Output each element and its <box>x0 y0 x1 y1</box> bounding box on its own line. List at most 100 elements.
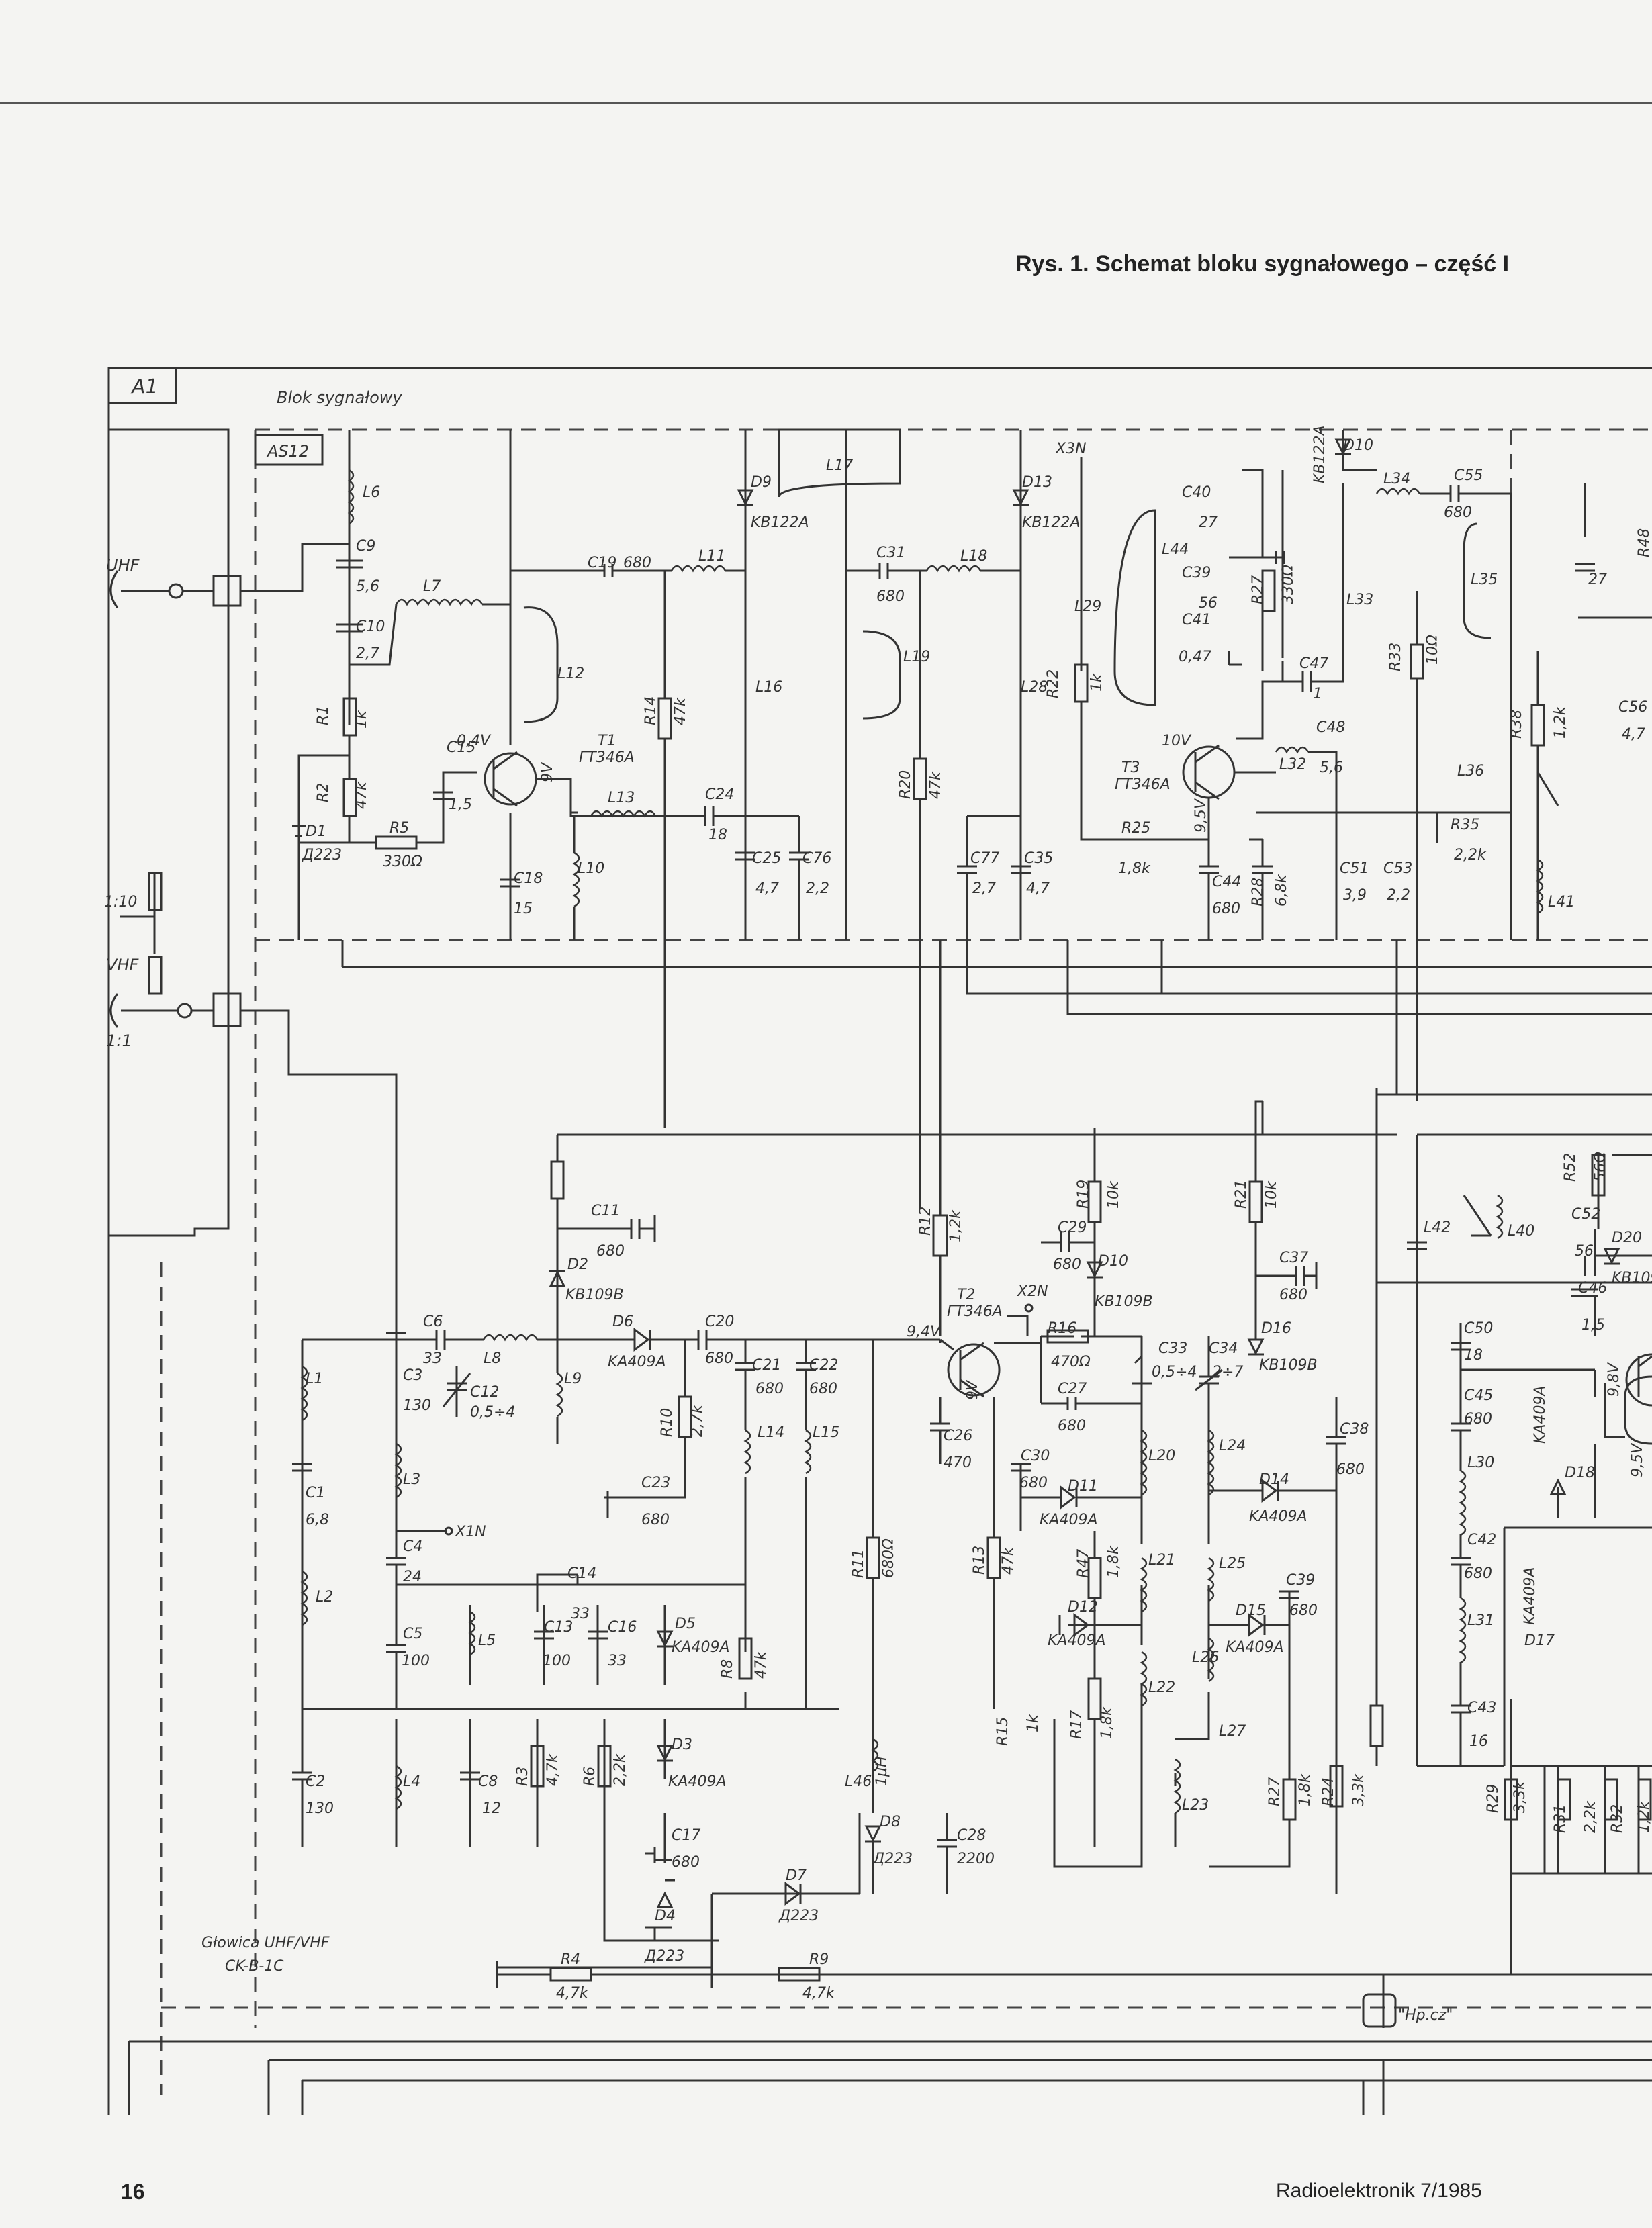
svg-text:L10: L10 <box>578 860 604 877</box>
svg-text:4,7: 4,7 <box>1026 880 1050 897</box>
svg-text:R24: R24 <box>1320 1777 1337 1806</box>
svg-text:1k: 1k <box>1025 1714 1042 1732</box>
svg-text:L23: L23 <box>1182 1797 1209 1814</box>
svg-text:C37: C37 <box>1279 1250 1308 1266</box>
svg-text:KA409A: KA409A <box>1040 1512 1098 1528</box>
svg-text:R48: R48 <box>1636 528 1652 557</box>
svg-text:L3: L3 <box>403 1471 420 1488</box>
svg-text:130: 130 <box>403 1397 431 1414</box>
svg-text:680: 680 <box>623 555 651 571</box>
transistor-symbols <box>492 744 1652 1407</box>
svg-text:L31: L31 <box>1467 1612 1494 1629</box>
svg-text:C5: C5 <box>403 1626 422 1642</box>
svg-text:R11: R11 <box>850 1549 867 1578</box>
svg-text:L15: L15 <box>813 1424 839 1441</box>
svg-text:D5: D5 <box>675 1616 696 1632</box>
figure-caption: Rys. 1. Schemat bloku sygnałowego – częś… <box>1015 251 1510 277</box>
svg-text:L16: L16 <box>755 679 782 696</box>
svg-text:680: 680 <box>1212 900 1240 917</box>
svg-text:10k: 10k <box>1105 1180 1122 1209</box>
svg-text:L34: L34 <box>1383 471 1410 488</box>
svg-text:L13: L13 <box>608 790 635 806</box>
svg-text:C8: C8 <box>478 1773 498 1790</box>
svg-text:KA409A: KA409A <box>672 1639 730 1656</box>
svg-text:C29: C29 <box>1058 1219 1087 1236</box>
svg-text:5,6: 5,6 <box>356 578 379 595</box>
svg-text:C35: C35 <box>1024 850 1053 867</box>
svg-text:L26: L26 <box>1192 1649 1219 1666</box>
svg-text:130: 130 <box>306 1800 334 1817</box>
svg-text:680: 680 <box>809 1381 837 1397</box>
svg-text:ГТ346А: ГТ346А <box>947 1303 1003 1320</box>
svg-text:ГТ346А: ГТ346А <box>1115 776 1171 793</box>
svg-text:Д223: Д223 <box>872 1851 913 1867</box>
svg-text:R9: R9 <box>809 1951 829 1968</box>
svg-text:C3: C3 <box>403 1367 422 1384</box>
svg-text:C33: C33 <box>1158 1340 1187 1357</box>
svg-text:L17: L17 <box>826 457 853 474</box>
svg-text:KA409A: KA409A <box>1532 1385 1549 1444</box>
svg-text:680: 680 <box>1058 1418 1086 1434</box>
svg-text:L36: L36 <box>1457 763 1484 780</box>
svg-text:D8: D8 <box>880 1814 901 1830</box>
svg-text:680: 680 <box>1279 1287 1307 1303</box>
svg-text:R16: R16 <box>1048 1320 1076 1337</box>
svg-text:33: 33 <box>423 1350 442 1367</box>
svg-text:R47: R47 <box>1075 1549 1092 1578</box>
svg-text:R21: R21 <box>1233 1180 1250 1209</box>
svg-text:KB122A: KB122A <box>1022 514 1081 531</box>
svg-text:L27: L27 <box>1219 1723 1246 1740</box>
svg-text:6,8k: 6,8k <box>1273 874 1290 907</box>
as12-frame <box>160 428 1652 2095</box>
svg-text:C13: C13 <box>544 1619 573 1636</box>
svg-text:12: 12 <box>482 1800 501 1817</box>
svg-text:R4: R4 <box>561 1951 580 1968</box>
svg-text:C2: C2 <box>306 1773 325 1790</box>
a1-label: A1 <box>130 375 158 399</box>
svg-text:CK-B-1C: CK-B-1C <box>225 1958 284 1975</box>
svg-text:D17: D17 <box>1524 1632 1555 1649</box>
svg-text:R52: R52 <box>1562 1153 1579 1182</box>
svg-text:C53: C53 <box>1383 860 1412 877</box>
svg-text:680: 680 <box>705 1350 733 1367</box>
svg-text:Głowica UHF/VHF: Głowica UHF/VHF <box>201 1935 330 1951</box>
svg-text:D11: D11 <box>1068 1478 1098 1495</box>
svg-text:C50: C50 <box>1464 1320 1493 1337</box>
svg-text:C44: C44 <box>1212 874 1241 890</box>
svg-text:C26: C26 <box>944 1428 972 1444</box>
x3n-label: X3N <box>1055 440 1087 457</box>
vhf-ratio: 1:1 <box>106 1031 132 1050</box>
svg-text:C40: C40 <box>1182 484 1211 501</box>
svg-text:0,5÷4: 0,5÷4 <box>470 1404 515 1421</box>
svg-text:KA409A: KA409A <box>668 1773 727 1790</box>
svg-text:L32: L32 <box>1279 756 1306 773</box>
svg-text:D6: D6 <box>612 1313 633 1330</box>
svg-text:D9: D9 <box>751 474 772 491</box>
svg-text:L14: L14 <box>758 1424 784 1441</box>
svg-text:KA409A: KA409A <box>1048 1632 1106 1649</box>
svg-text:680: 680 <box>1019 1475 1048 1491</box>
svg-text:L21: L21 <box>1148 1552 1175 1569</box>
svg-text:0,5÷4: 0,5÷4 <box>1152 1364 1197 1381</box>
svg-text:4,7: 4,7 <box>1622 726 1645 743</box>
svg-text:D10: D10 <box>1343 437 1373 454</box>
svg-text:4,7k: 4,7k <box>545 1753 561 1786</box>
svg-text:D4: D4 <box>655 1908 676 1924</box>
svg-text:ГТ346А: ГТ346А <box>579 749 635 766</box>
svg-text:L7: L7 <box>423 578 441 595</box>
svg-text:C22: C22 <box>809 1357 838 1374</box>
svg-text:9,5V: 9,5V <box>1193 798 1209 833</box>
svg-text:D10: D10 <box>1098 1253 1128 1270</box>
vhf-label: VHF <box>106 956 139 974</box>
svg-text:L33: L33 <box>1346 592 1373 608</box>
svg-text:C52: C52 <box>1571 1206 1600 1223</box>
svg-text:C15: C15 <box>447 739 475 756</box>
svg-text:C46: C46 <box>1578 1280 1607 1297</box>
svg-text:47k: 47k <box>1000 1546 1017 1575</box>
svg-text:C4: C4 <box>403 1538 422 1555</box>
uhf-label: UHF <box>106 556 140 575</box>
top-rule <box>0 102 1652 104</box>
svg-text:R27: R27 <box>1250 575 1267 604</box>
